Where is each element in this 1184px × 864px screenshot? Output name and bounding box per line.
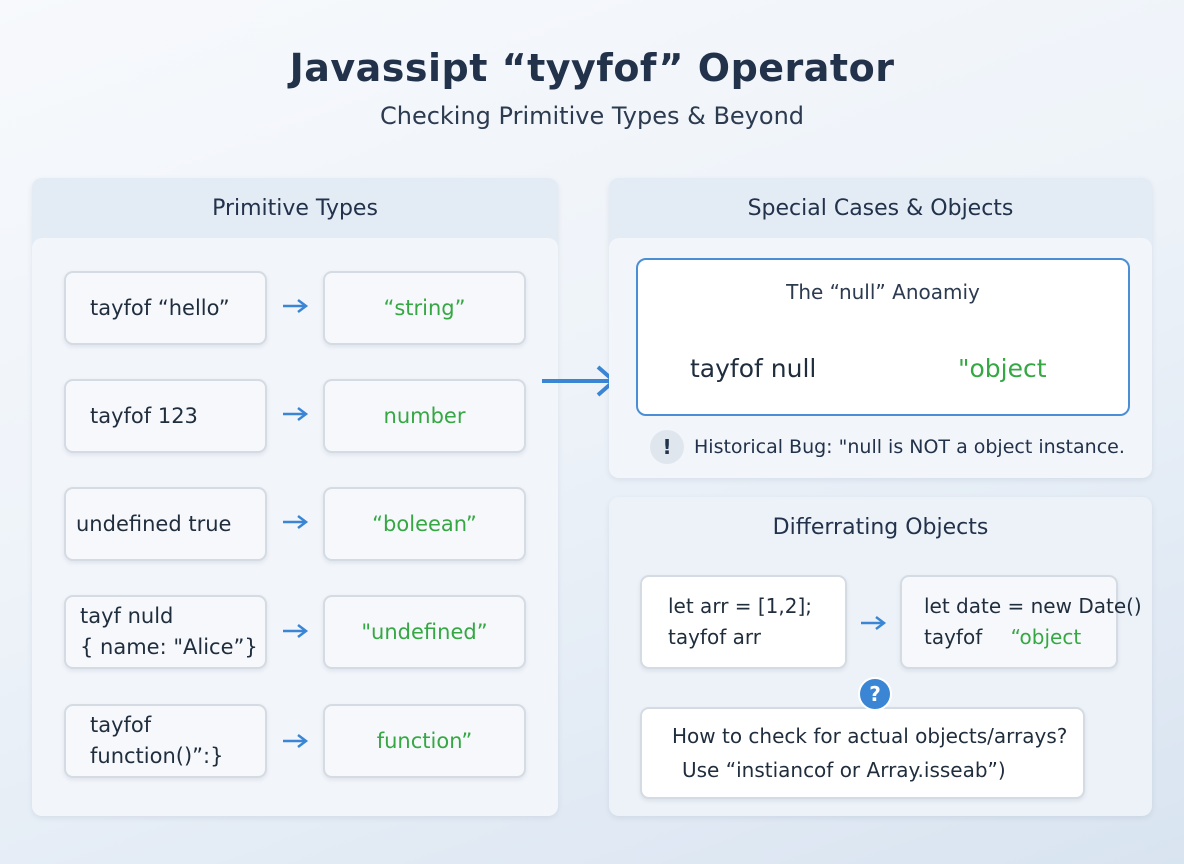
connector-arrow-icon — [542, 365, 616, 397]
array-code-card: let arr = [1,2]; tayfof arr — [640, 575, 847, 669]
result-text: function” — [376, 729, 473, 753]
code-result: “object — [1010, 625, 1082, 649]
help-question: How to check for actual objects/arrays? — [672, 724, 1068, 748]
code-line: let arr = [1,2]; — [668, 594, 813, 618]
expression-line: tayfof — [90, 713, 152, 737]
result-card: function” — [323, 704, 526, 778]
null-anomaly-title: The “null” Anoamiy — [786, 280, 980, 304]
arrow-right-icon — [283, 734, 309, 748]
historical-bug-note: ! Historical Bug: "null is NOT a object … — [650, 430, 1125, 464]
null-expression: tayfof null — [690, 354, 817, 383]
date-code-card: let date = new Date() tayfof “object — [900, 575, 1142, 669]
expression-card: tayfof function()”:} — [64, 704, 267, 778]
result-card: "undefined” — [323, 595, 526, 669]
arrow-right-icon — [283, 515, 309, 529]
help-answer: Use “instiancof or Array.isseab”) — [682, 758, 1006, 782]
special-cases-heading: Special Cases & Objects — [747, 196, 1014, 221]
null-anomaly-card — [636, 258, 1130, 416]
exclamation-icon: ! — [650, 430, 684, 464]
expression-card: tayfof 123 — [64, 379, 267, 453]
expression-line: { name: "Alice”} — [80, 635, 258, 659]
expression-line: function()”:} — [90, 744, 224, 768]
result-text: “boleean” — [372, 512, 477, 536]
primitive-types-heading: Primitive Types — [212, 196, 378, 221]
page-title: Javassipt “tyyfof” Operator — [289, 46, 895, 90]
arrow-right-icon — [283, 407, 309, 421]
result-text: number — [383, 404, 466, 428]
expression-text: undefined true — [76, 511, 232, 536]
result-card: “boleean” — [323, 487, 526, 561]
result-card: number — [323, 379, 526, 453]
expression-card: tayfof “hello” — [64, 271, 267, 345]
historical-bug-text: Historical Bug: "null is NOT a object in… — [694, 436, 1125, 458]
page-subtitle: Checking Primitive Types & Beyond — [379, 102, 805, 130]
expression-card: undefined true — [64, 487, 267, 561]
arrow-right-icon — [283, 624, 309, 638]
expression-text: tayfof 123 — [90, 403, 198, 428]
code-keyword: tayfof — [924, 625, 983, 649]
result-text: “string” — [383, 296, 466, 320]
question-icon: ? — [858, 677, 892, 711]
arrow-right-icon — [283, 299, 309, 313]
code-line: tayfof arr — [668, 625, 761, 649]
expression-card: tayf nuld { name: "Alice”} — [64, 595, 267, 669]
code-line: let date = new Date() — [924, 594, 1142, 618]
arrow-right-icon — [861, 616, 887, 630]
help-card: How to check for actual objects/arrays? … — [640, 707, 1085, 799]
expression-line: tayf nuld — [80, 604, 174, 628]
expression-text: tayfof “hello” — [90, 295, 230, 320]
result-text: "undefined” — [361, 620, 488, 644]
objects-heading: Differrating Objects — [772, 515, 989, 540]
result-card: “string” — [323, 271, 526, 345]
null-result: "object — [958, 354, 1047, 383]
